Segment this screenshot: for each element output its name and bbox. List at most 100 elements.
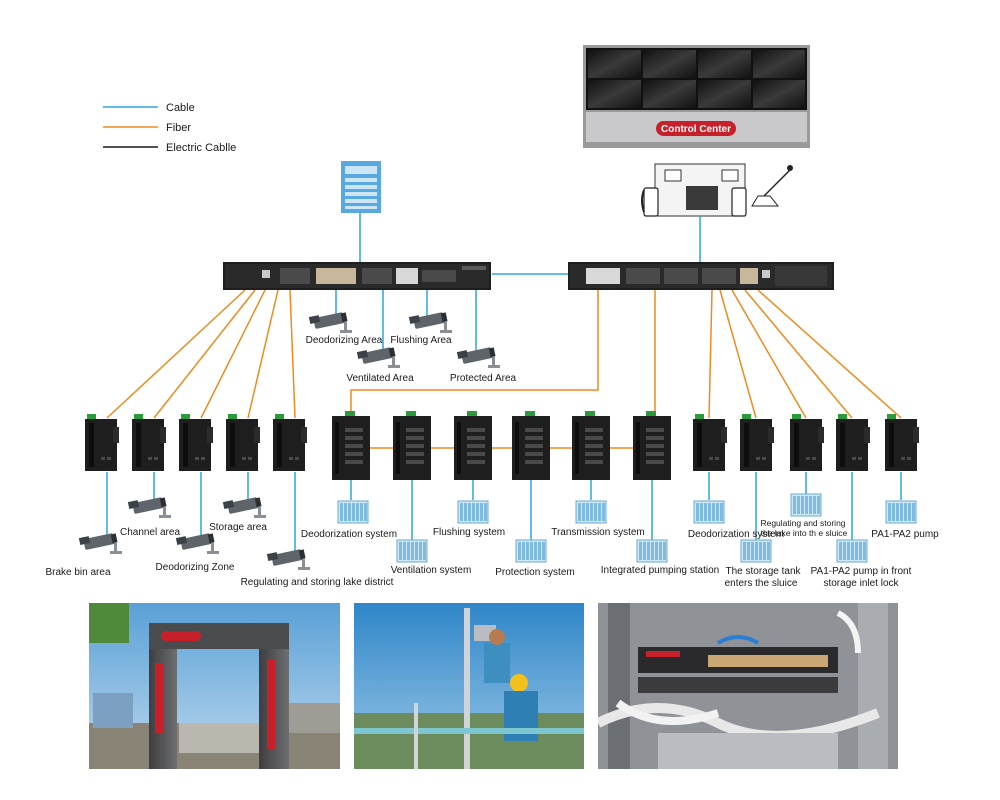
industrial-switch-icon bbox=[226, 414, 260, 471]
system-label: Protection system bbox=[495, 567, 574, 578]
system-ventilation: Ventilation system bbox=[391, 539, 472, 576]
cctv-camera-icon bbox=[308, 312, 352, 333]
system-label-line2: the lake into th e sluice bbox=[761, 528, 848, 538]
industrial-switch-icon bbox=[885, 414, 919, 471]
camera-brake-bin-area: Brake bin area bbox=[45, 533, 122, 578]
plc-cabinet-icon bbox=[575, 500, 607, 524]
plc-cabinet-icon bbox=[457, 500, 489, 524]
system-protection: Protection system bbox=[495, 539, 575, 578]
fiber-links bbox=[106, 289, 902, 449]
camera-regulating-lake-district: Regulating and storing lake district bbox=[241, 549, 394, 588]
industrial-switch-icon bbox=[132, 414, 166, 471]
cctv-camera-icon bbox=[222, 497, 266, 518]
camera-label: Channel area bbox=[120, 527, 180, 538]
industrial-switch-icon bbox=[454, 411, 492, 480]
telephone-icon bbox=[731, 187, 747, 217]
installation-photo-image bbox=[354, 603, 584, 769]
industrial-switch-icon bbox=[790, 414, 824, 471]
small-switches-left bbox=[85, 414, 307, 471]
camera-deodorizing-area: Deodorizing Area bbox=[306, 312, 383, 346]
cabinet-photo-image bbox=[598, 603, 898, 769]
system-label: PA1-PA2 pump bbox=[871, 529, 939, 540]
camera-label: Flushing Area bbox=[390, 335, 452, 346]
gate-photo-image bbox=[89, 603, 340, 769]
control-center-badge bbox=[656, 121, 736, 136]
site-photo-cabinet bbox=[598, 603, 898, 769]
industrial-switch-icon bbox=[572, 411, 610, 480]
plc-cabinet-icon bbox=[636, 539, 668, 563]
camera-flushing-area: Flushing Area bbox=[390, 312, 452, 346]
cctv-camera-icon bbox=[356, 347, 400, 368]
camera-label: Regulating and storing lake district bbox=[241, 577, 394, 588]
legend-electric-label: Electric Cablle bbox=[166, 142, 236, 154]
industrial-switch-icon bbox=[85, 414, 119, 471]
core-switch-right bbox=[568, 262, 834, 290]
cable-links bbox=[106, 213, 902, 553]
system-label: Integrated pumping station bbox=[601, 565, 719, 576]
industrial-switch-icon bbox=[393, 411, 431, 480]
camera-storage-area: Storage area bbox=[209, 497, 267, 533]
industrial-switch-icon bbox=[273, 414, 307, 471]
microphone-icon bbox=[751, 165, 793, 207]
small-switches-right bbox=[693, 414, 919, 471]
system-label: Deodorization system bbox=[301, 529, 397, 540]
system-pa-pump-front: PA1-PA2 pump in front storage inlet lock bbox=[811, 539, 912, 589]
telephone-icon bbox=[641, 187, 659, 217]
system-label: Ventilation system bbox=[391, 565, 472, 576]
camera-label: Ventilated Area bbox=[346, 373, 414, 384]
cctv-camera-icon bbox=[127, 497, 171, 518]
system-integrated-pumping: Integrated pumping station bbox=[601, 539, 719, 576]
plc-cabinet-icon bbox=[693, 500, 725, 524]
camera-label: Protected Area bbox=[450, 373, 517, 384]
camera-label: Brake bin area bbox=[45, 567, 110, 578]
system-deodorization-1: Deodorization system bbox=[301, 500, 397, 540]
plc-cabinet-icon bbox=[740, 539, 772, 563]
camera-label: Deodorizing Zone bbox=[156, 562, 235, 573]
ring-switches-middle bbox=[332, 411, 671, 480]
dispatch-console bbox=[641, 163, 793, 217]
system-flushing: Flushing system bbox=[433, 500, 505, 538]
industrial-switch-icon bbox=[693, 414, 727, 471]
plc-cabinet-icon bbox=[885, 500, 917, 524]
control-center-label: Control Center bbox=[661, 124, 731, 135]
cctv-camera-icon bbox=[456, 347, 500, 368]
video-wall-screens bbox=[588, 50, 805, 108]
industrial-switch-icon bbox=[633, 411, 671, 480]
system-label-line1: The storage tank bbox=[725, 566, 801, 577]
system-transmission: Transmission system bbox=[551, 500, 645, 538]
camera-label: Deodorizing Area bbox=[306, 335, 383, 346]
site-photo-gate bbox=[89, 603, 340, 769]
industrial-switch-icon bbox=[512, 411, 550, 480]
legend: Cable Fiber Electric Cablle bbox=[103, 102, 236, 154]
cctv-camera-icon bbox=[78, 533, 122, 554]
system-label: Flushing system bbox=[433, 527, 505, 538]
cctv-camera-icon bbox=[408, 312, 452, 333]
control-center-video-wall: Control Center bbox=[583, 45, 810, 148]
core-switch-left bbox=[223, 262, 491, 290]
cctv-camera-icon bbox=[266, 549, 310, 570]
server-icon bbox=[341, 161, 381, 213]
industrial-switch-icon bbox=[179, 414, 213, 471]
plc-cabinet-icon bbox=[515, 539, 547, 563]
plc-cabinet-icon bbox=[836, 539, 868, 563]
plc-cabinet-icon bbox=[790, 493, 822, 517]
system-label: Deodorization system bbox=[688, 529, 784, 540]
system-label-line1: Regulating and storing bbox=[760, 518, 845, 528]
system-label-line2: storage inlet lock bbox=[823, 578, 899, 589]
camera-deodorizing-zone: Deodorizing Zone bbox=[156, 533, 235, 573]
plc-cabinet-icon bbox=[337, 500, 369, 524]
industrial-switch-icon bbox=[332, 411, 370, 480]
system-regulating-storing: Regulating and storing the lake into th … bbox=[760, 493, 848, 538]
system-storage-tank: The storage tank enters the sluice bbox=[725, 539, 802, 589]
camera-channel-area: Channel area bbox=[120, 497, 180, 538]
system-label-line1: PA1-PA2 pump in front bbox=[811, 566, 912, 577]
camera-ventilated-area: Ventilated Area bbox=[346, 347, 414, 384]
system-label: Transmission system bbox=[551, 527, 645, 538]
industrial-switch-icon bbox=[740, 414, 774, 471]
industrial-switch-icon bbox=[836, 414, 870, 471]
plc-cabinet-icon bbox=[396, 539, 428, 563]
camera-label: Storage area bbox=[209, 522, 267, 533]
system-pa-pump: PA1-PA2 pump bbox=[871, 500, 939, 540]
system-label-line2: enters the sluice bbox=[725, 578, 798, 589]
